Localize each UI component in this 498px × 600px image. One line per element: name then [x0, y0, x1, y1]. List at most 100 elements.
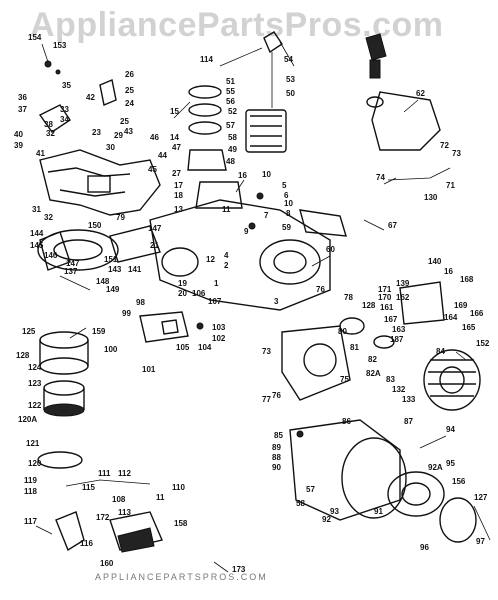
- part-number-label: 2: [224, 261, 229, 270]
- part-number-label: 118: [24, 487, 37, 496]
- part-number-label: 171: [378, 285, 392, 294]
- part-number-label: 16: [238, 171, 247, 180]
- part-number-label: 25: [120, 117, 129, 126]
- governor-linkage: [37, 225, 161, 291]
- part-number-label: 88: [272, 453, 281, 462]
- part-number-label: 161: [380, 303, 394, 312]
- part-number-label: 120: [28, 459, 42, 468]
- flywheel: [399, 281, 481, 411]
- part-number-label: 23: [92, 128, 101, 137]
- part-number-label: 106: [192, 289, 206, 298]
- part-number-label: 34: [60, 115, 69, 124]
- muffler-assembly: [55, 479, 163, 553]
- part-number-label: 119: [24, 476, 37, 485]
- part-number-label: 32: [46, 129, 55, 138]
- part-number-label: 104: [198, 343, 212, 352]
- part-number-label: 9: [244, 227, 249, 236]
- part-number-label: 12: [206, 255, 215, 264]
- part-number-label: 73: [262, 347, 271, 356]
- part-number-label: 49: [228, 145, 237, 154]
- part-number-label: 13: [174, 205, 183, 214]
- part-number-label: 147: [66, 259, 80, 268]
- part-number-label: 149: [106, 285, 120, 294]
- part-number-label: 148: [96, 277, 110, 286]
- part-number-label: 144: [30, 229, 44, 238]
- part-number-label: 169: [454, 301, 468, 310]
- part-number-label: 151: [104, 255, 118, 264]
- part-number-label: 100: [104, 345, 118, 354]
- footer-watermark: APPLIANCEPARTSPROS.COM: [95, 572, 268, 582]
- part-number-label: 4: [224, 251, 229, 260]
- part-number-label: 59: [282, 223, 291, 232]
- part-number-label: 108: [112, 495, 126, 504]
- part-number-label: 15: [170, 107, 179, 116]
- part-number-label: 123: [28, 379, 42, 388]
- part-number-label: 71: [446, 181, 455, 190]
- part-number-label: 31: [32, 205, 41, 214]
- part-number-label: 94: [446, 425, 455, 434]
- part-number-label: 40: [14, 130, 23, 139]
- recoil-starter-assembly: [289, 419, 491, 543]
- part-number-label: 159: [92, 327, 106, 336]
- part-number-label: 62: [416, 89, 425, 98]
- part-number-label: 75: [340, 375, 349, 384]
- part-number-label: 115: [82, 483, 95, 492]
- part-number-label: 170: [378, 293, 392, 302]
- part-number-label: 167: [384, 315, 398, 324]
- part-number-label: 95: [446, 459, 455, 468]
- part-number-label: 86: [342, 417, 351, 426]
- part-number-label: 36: [18, 93, 27, 102]
- part-number-label: 120A: [18, 415, 37, 424]
- part-number-label: 81: [350, 343, 359, 352]
- part-number-label: 154: [28, 33, 42, 42]
- part-number-label: 125: [22, 327, 36, 336]
- part-number-label: 26: [125, 70, 134, 79]
- part-number-label: 56: [226, 97, 235, 106]
- part-number-label: 55: [226, 87, 235, 96]
- part-number-label: 41: [36, 149, 45, 158]
- part-number-label: 37: [18, 105, 27, 114]
- part-number-label: 51: [226, 77, 235, 86]
- part-number-label: 32: [44, 213, 53, 222]
- part-number-label: 156: [452, 477, 466, 486]
- part-number-label: 127: [474, 493, 488, 502]
- part-number-label: 80: [338, 327, 347, 336]
- part-number-label: 3: [274, 297, 279, 306]
- fuel-tank: [365, 33, 451, 181]
- part-number-label: 58: [296, 499, 305, 508]
- part-number-label: 60: [326, 245, 335, 254]
- part-number-label: 27: [172, 169, 181, 178]
- part-number-label: 11: [156, 493, 165, 502]
- part-number-label: 140: [428, 257, 442, 266]
- part-number-label: 117: [24, 517, 37, 526]
- part-number-label: 58: [228, 133, 237, 142]
- part-number-label: 112: [118, 469, 131, 478]
- part-number-label: 46: [150, 133, 159, 142]
- part-number-label: 98: [136, 298, 145, 307]
- part-number-label: 6: [284, 191, 289, 200]
- part-number-label: 17: [174, 181, 183, 190]
- part-number-label: 38: [44, 120, 53, 129]
- part-number-label: 165: [462, 323, 476, 332]
- part-number-label: 67: [388, 221, 397, 230]
- part-number-label: 30: [106, 143, 115, 152]
- part-number-label: 82: [368, 355, 377, 364]
- part-number-label: 166: [470, 309, 484, 318]
- part-number-label: 121: [26, 439, 40, 448]
- part-number-label: 92A: [428, 463, 443, 472]
- part-number-label: 53: [286, 75, 295, 84]
- part-number-label: 14: [170, 133, 179, 142]
- part-number-label: 147: [148, 224, 162, 233]
- part-number-label: 152: [476, 339, 490, 348]
- part-number-label: 19: [178, 279, 187, 288]
- part-number-label: 92: [322, 515, 331, 524]
- part-number-label: 73: [452, 149, 461, 158]
- part-number-label: 76: [272, 391, 281, 400]
- part-number-label: 35: [62, 81, 71, 90]
- part-number-label: 116: [80, 539, 93, 548]
- leader-lines: [35, 41, 467, 573]
- blower-housing: [281, 317, 395, 401]
- part-number-label: 7: [264, 211, 269, 220]
- carburetor-assembly: [38, 60, 161, 216]
- part-number-label: 57: [226, 121, 235, 130]
